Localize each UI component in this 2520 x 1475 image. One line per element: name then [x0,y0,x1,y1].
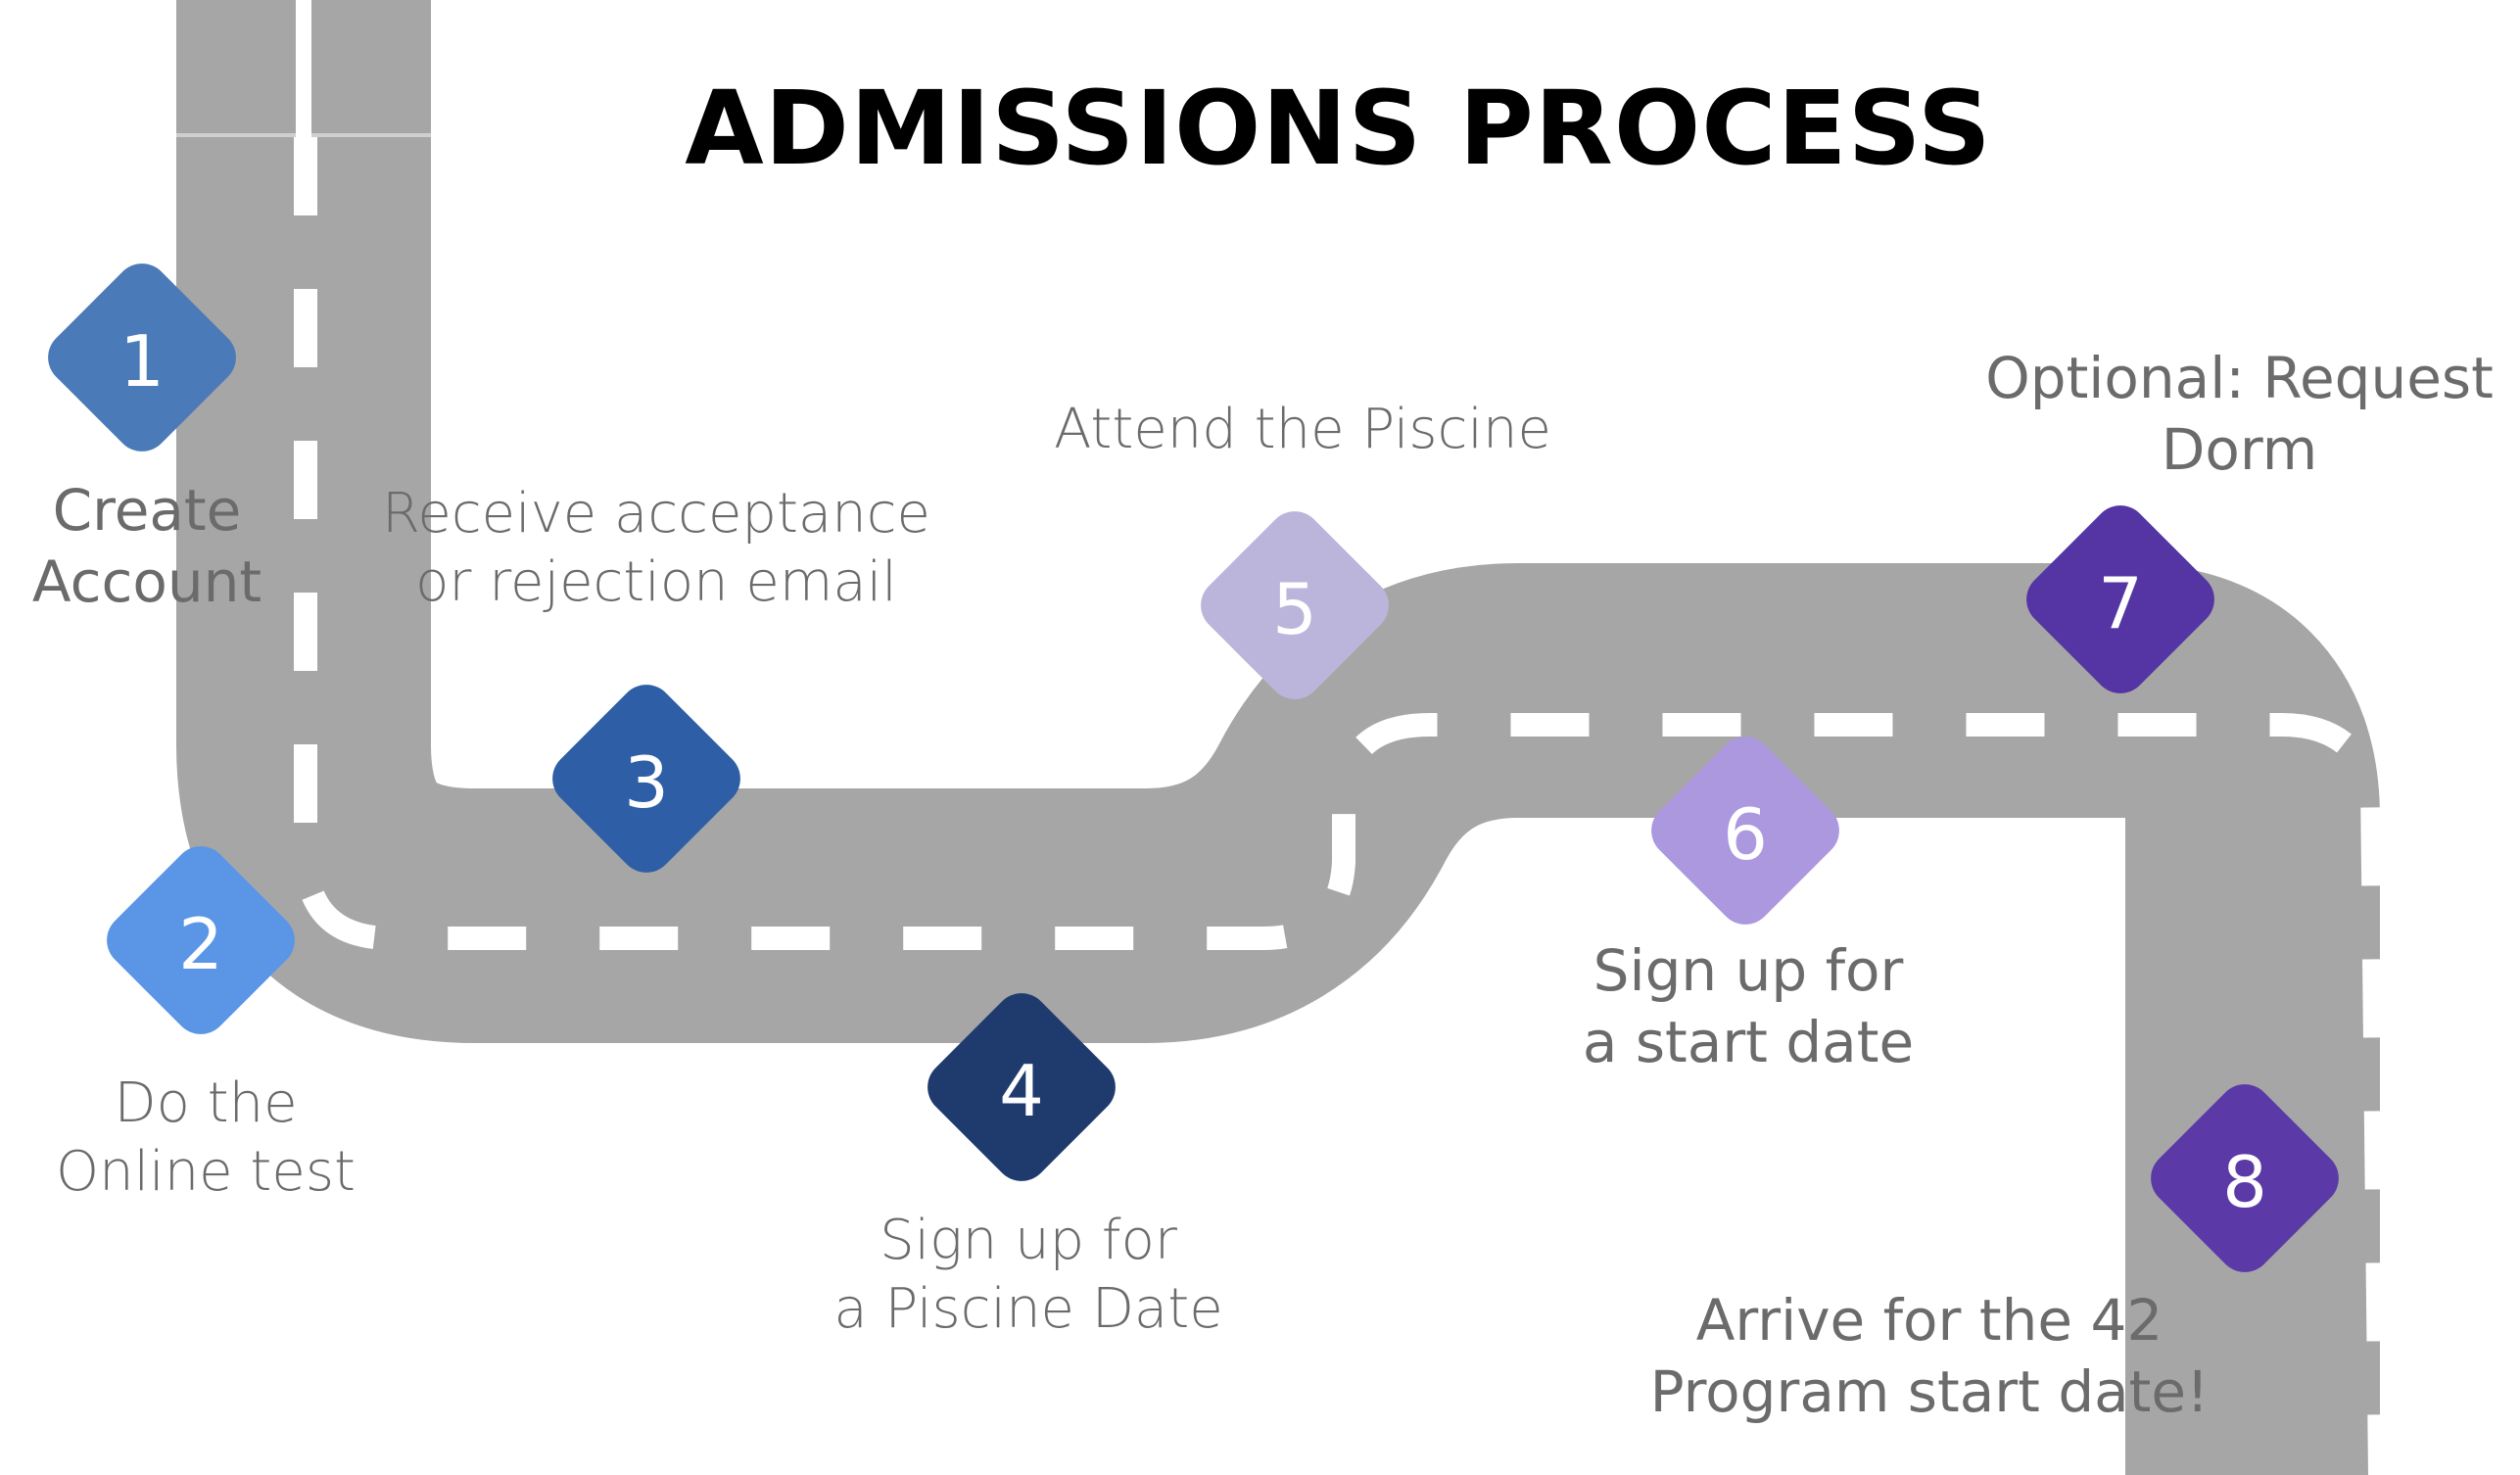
step-badge-2: 2 [107,846,295,1034]
step-number-8: 8 [2222,1141,2267,1223]
step-number-4: 4 [999,1050,1044,1132]
step-number-2: 2 [178,903,223,985]
step-label-2-line-2: Online test [56,1140,356,1204]
step-diamond-4 [927,993,1116,1181]
step-diamond-6 [1651,737,1839,925]
step-label-3-line-2: or rejection email [415,550,897,614]
step-label-2-line-1: Do the [114,1071,298,1135]
step-label-7-line-1: Optional: Request [1985,345,2494,411]
step-label-1-line-1: Create [52,477,242,544]
step-badge-5: 5 [1201,511,1389,699]
step-label-8-line-1: Arrive for the 42 [1695,1287,2163,1354]
step-badge-3: 3 [552,685,740,873]
step-diamond-5 [1201,511,1389,699]
step-number-6: 6 [1723,793,1768,876]
step-diamond-1 [48,263,236,452]
step-number-3: 3 [624,741,669,824]
step-label-7-line-2: Dorm [2161,415,2318,483]
step-badge-7: 7 [2026,505,2214,693]
road-body [176,0,2380,1475]
step-label-4-line-1: Sign up for [880,1209,1177,1272]
step-label-5-line-1: Attend the Piscine [1054,398,1551,461]
step-badge-4: 4 [927,993,1116,1181]
step-label-1-line-2: Account [31,547,262,615]
step-diamond-3 [552,685,740,873]
step-label-4-line-2: a Piscine Date [833,1277,1223,1341]
step-diamond-8 [2151,1084,2339,1272]
step-label-6-line-1: Sign up for [1593,937,1904,1004]
step-diamond-2 [107,846,295,1034]
step-label-6-line-2: a start date [1582,1008,1915,1075]
step-badge-6: 6 [1651,737,1839,925]
road-dashes [294,137,2392,1475]
step-label-5: Attend the Piscine [1019,396,1587,464]
road-top-divider [296,0,311,137]
step-number-1: 1 [119,320,165,403]
step-label-8-line-2: Program start date! [1649,1357,2210,1425]
step-label-3-line-1: Receive acceptance [382,482,930,546]
step-number-7: 7 [2098,562,2143,644]
step-badge-8: 8 [2151,1084,2339,1272]
page-title: ADMISSIONS PROCESS [685,69,1992,188]
step-number-5: 5 [1272,568,1317,650]
step-badge-1: 1 [48,263,236,452]
step-diamond-7 [2026,505,2214,693]
